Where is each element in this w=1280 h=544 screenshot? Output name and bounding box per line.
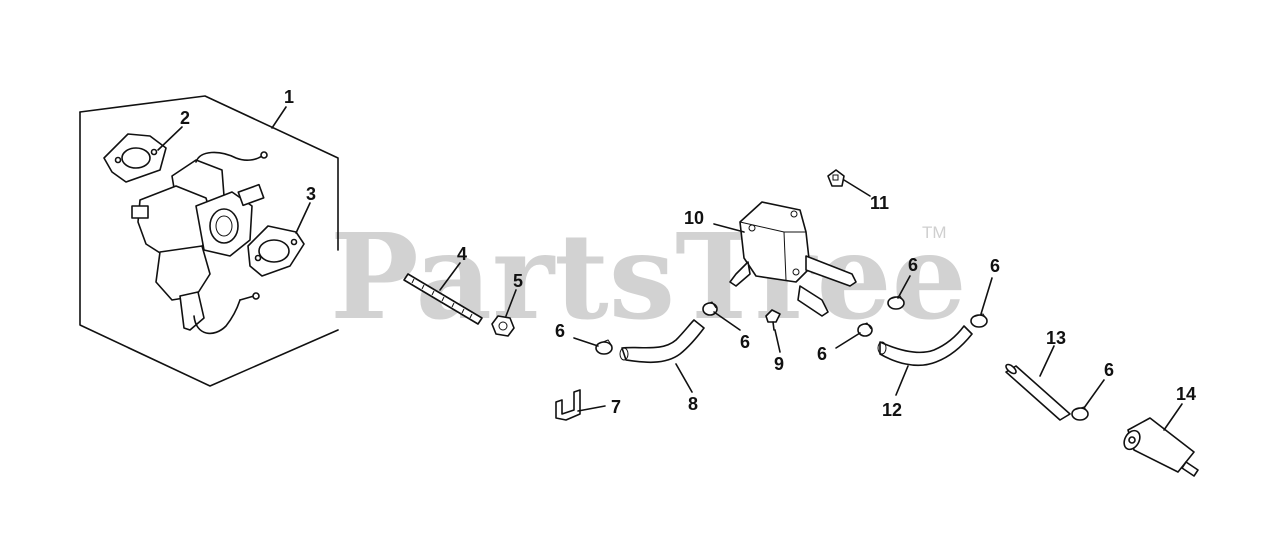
callout-9[interactable]: 9 [774,354,784,374]
callout-6f[interactable]: 6 [1104,360,1114,380]
callout-6d[interactable]: 6 [817,344,827,364]
callout-6b[interactable]: 6 [740,332,750,352]
part-3-gasket[interactable] [247,225,305,277]
callout-8[interactable]: 8 [688,394,698,414]
callout-4[interactable]: 4 [457,244,467,264]
part-2-gasket[interactable] [103,133,167,183]
callout-14[interactable]: 14 [1176,384,1196,404]
callout-5[interactable]: 5 [513,271,523,291]
part-7-clip[interactable] [555,389,581,421]
callout-11[interactable]: 11 [870,193,889,213]
part-6-clamp-f[interactable] [1071,406,1089,421]
carburetor-assembly-box [79,95,339,387]
part-13-tube[interactable] [1004,363,1071,421]
part-14-fuel-filter[interactable] [1121,417,1199,477]
part-9-screw[interactable] [765,309,781,331]
callout-6a[interactable]: 6 [555,321,565,341]
callout-10[interactable]: 10 [684,208,704,228]
callout-12[interactable]: 12 [882,400,902,420]
part-6-clamp-d[interactable] [857,322,873,337]
callout-6c[interactable]: 6 [908,255,918,275]
part-5-nut[interactable] [491,315,515,337]
part-12-hose[interactable] [877,325,973,367]
callout-13[interactable]: 13 [1046,328,1066,348]
part-1-carburetor[interactable] [131,151,268,335]
part-10-fuel-pump[interactable] [729,201,857,317]
part-6-clamp-c[interactable] [887,295,905,310]
leader-lines [157,106,1183,431]
watermark-trademark: TM [922,223,947,242]
callout-1[interactable]: 1 [284,87,294,107]
part-4-stud[interactable] [403,273,483,325]
callout-7[interactable]: 7 [611,397,621,417]
part-11-fitting[interactable] [827,169,845,187]
callout-3[interactable]: 3 [306,184,316,204]
callout-6e[interactable]: 6 [990,256,1000,276]
callout-2[interactable]: 2 [180,108,190,128]
part-8-hose[interactable] [619,319,705,364]
part-6-clamp-e[interactable] [970,313,988,328]
watermark-text: PartsTree [330,207,967,346]
part-6-clamp-a[interactable] [595,339,613,355]
